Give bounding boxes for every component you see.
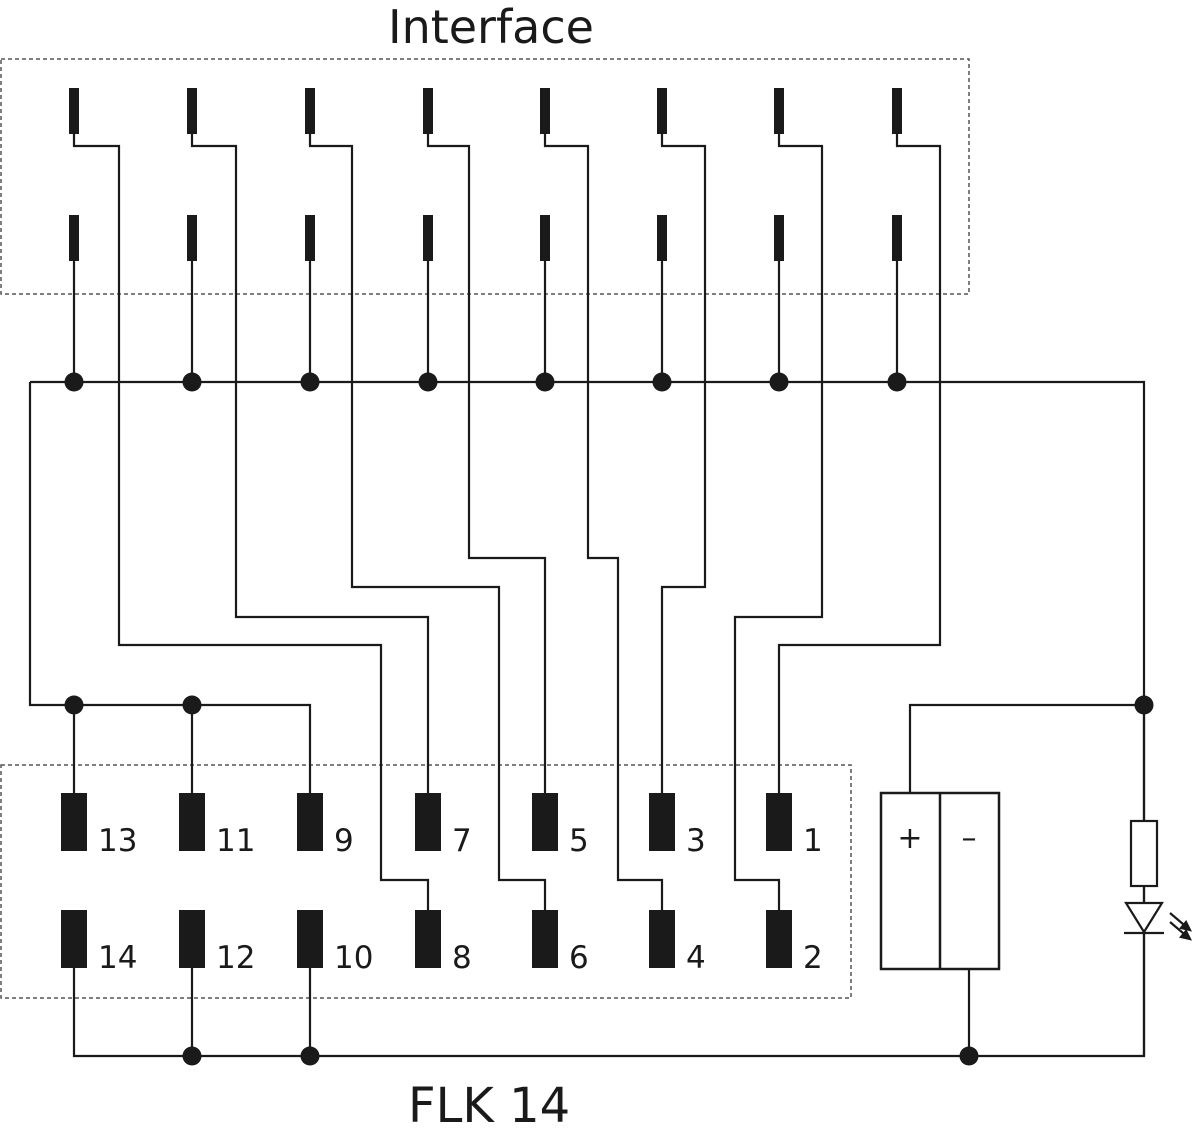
signal-wire: [72, 134, 430, 910]
pin-icon: [774, 215, 784, 261]
terminal-block-icon: [179, 793, 205, 851]
terminal-label: 5: [569, 823, 589, 859]
junction-dot-icon: [64, 695, 84, 715]
pin-icon: [69, 88, 79, 134]
terminal-label: 1: [803, 823, 823, 859]
pin-icon: [540, 88, 550, 134]
junctions: [64, 372, 1154, 1066]
terminal-label: 12: [216, 940, 255, 976]
terminal-blocks: [61, 793, 792, 968]
signal-wire: [190, 134, 430, 793]
pin-icon: [540, 215, 550, 261]
terminal-block-icon: [61, 793, 87, 851]
supply-plus-wire: [908, 703, 1144, 793]
terminal-label: 11: [216, 823, 255, 859]
junction-dot-icon: [959, 1046, 979, 1066]
connector-label: FLK 14: [408, 1078, 571, 1134]
junction-dot-icon: [182, 1046, 202, 1066]
junction-dot-icon: [652, 372, 672, 392]
resistor-icon: [1129, 819, 1159, 888]
terminal-block-icon: [649, 910, 675, 968]
pin-icon: [423, 88, 433, 134]
supply-minus-label: –: [962, 821, 977, 856]
terminal-block-icon: [297, 793, 323, 851]
terminal-label: 3: [686, 823, 706, 859]
junction-dot-icon: [300, 372, 320, 392]
junction-dot-icon: [182, 695, 202, 715]
pin-icon: [69, 215, 79, 261]
terminal-block-icon: [179, 910, 205, 968]
pin-icon: [774, 88, 784, 134]
terminal-block-icon: [61, 910, 87, 968]
pin-icon: [892, 215, 902, 261]
pin-icon: [305, 88, 315, 134]
signal-wire: [733, 134, 824, 910]
power-supply-icon: + –: [879, 791, 1001, 971]
terminal-label: 7: [452, 823, 472, 859]
terminal-label: 9: [334, 823, 354, 859]
signal-wire: [308, 134, 547, 910]
junction-dot-icon: [418, 372, 438, 392]
interface-frame: [0, 58, 970, 295]
junction-dot-icon: [769, 372, 789, 392]
pin-icon: [657, 88, 667, 134]
pin-icon: [187, 215, 197, 261]
terminal-label: 14: [98, 940, 137, 976]
junction-dot-icon: [300, 1046, 320, 1066]
terminal-block-icon: [532, 910, 558, 968]
terminal-label: 10: [334, 940, 373, 976]
junction-dot-icon: [64, 372, 84, 392]
terminal-label: 2: [803, 940, 823, 976]
signal-wire: [543, 134, 664, 910]
terminal-block-icon: [415, 793, 441, 851]
connector-frame: [0, 764, 852, 999]
terminal-block-icon: [766, 793, 792, 851]
signal-wire: [660, 134, 707, 793]
terminal-block-icon: [415, 910, 441, 968]
terminal-block-icon: [532, 793, 558, 851]
terminal-label: 6: [569, 940, 589, 976]
pin-icon: [305, 215, 315, 261]
terminal-label: 13: [98, 823, 137, 859]
interface-pins: [69, 88, 902, 261]
terminal-label: 4: [686, 940, 706, 976]
terminal-block-icon: [649, 793, 675, 851]
led-icon: [1124, 901, 1193, 941]
pin-icon: [187, 88, 197, 134]
junction-dot-icon: [887, 372, 907, 392]
supply-plus-label: +: [897, 821, 922, 856]
interface-label: Interface: [388, 0, 594, 54]
signal-wire: [777, 134, 942, 793]
terminal-block-icon: [297, 910, 323, 968]
junction-dot-icon: [535, 372, 555, 392]
signal-wire: [426, 134, 547, 793]
junction-dot-icon: [182, 372, 202, 392]
junction-dot-icon: [1134, 695, 1154, 715]
wires: [28, 134, 1146, 1058]
terminal-block-icon: [766, 910, 792, 968]
bridge-wire: [28, 382, 312, 795]
pin-icon: [423, 215, 433, 261]
terminal-label: 8: [452, 940, 472, 976]
pin-icon: [892, 88, 902, 134]
pin-icon: [657, 215, 667, 261]
